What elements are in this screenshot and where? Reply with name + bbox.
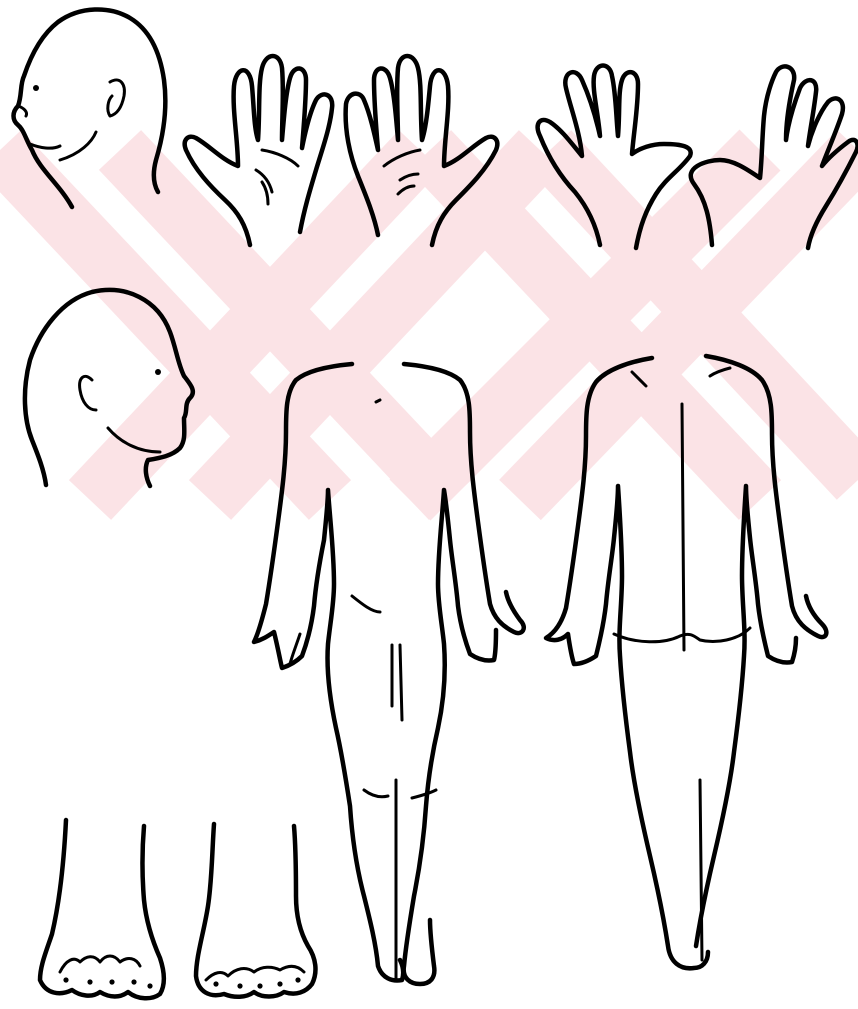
foot-right-top	[196, 824, 315, 997]
watermark-mark	[0, 150, 858, 500]
foot-left-top	[40, 820, 164, 998]
